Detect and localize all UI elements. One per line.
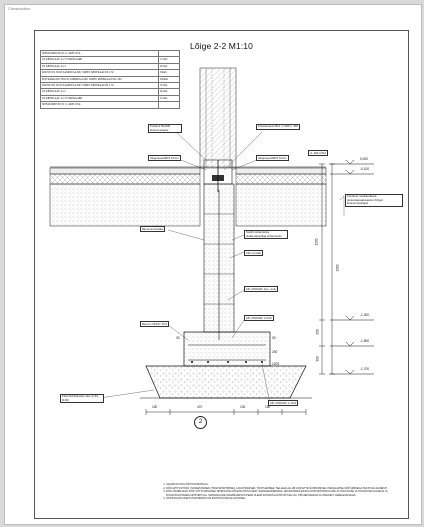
- note-item: KÕIK EHITUSTÖÖD, HANKETAMISED (TRANSPORT…: [166, 487, 406, 491]
- level-label: 0,000: [360, 157, 368, 161]
- layer-row: SEINAVIIMISTLUS: vt. ARH. OSA: [40, 101, 180, 109]
- strip-footing: [140, 331, 312, 399]
- horizontal-dimensions: [145, 409, 307, 415]
- dim-small: 1205: [272, 362, 280, 366]
- callout-vaigutused-right: Vaigutused/EPS 10mm: [256, 155, 289, 161]
- section-marker: 2: [194, 416, 207, 429]
- dim-horizontal: 150: [152, 405, 158, 409]
- callout-betoon: Betoon C30/37 XC3: [140, 321, 169, 327]
- level-label: -1,300: [360, 313, 370, 317]
- level-markers: [330, 159, 374, 375]
- level-label: -1,700: [360, 367, 370, 371]
- callout-floor-ref: vt. ARH OSA: [308, 150, 329, 156]
- callout-soklil: Soklil rosttandelise plokkmaterjaliga eh…: [244, 230, 288, 240]
- layer-row: SEINAVIIMISTLUS: vt. ARH. OSA: [40, 49, 180, 58]
- callout-bituumen: Bituumenmastiks: [140, 226, 166, 232]
- general-notes: VAADATA KOOS PÕHIJOONISTEGA. KÕIK EHITUS…: [160, 483, 406, 501]
- dim-horizontal: 470: [197, 405, 203, 409]
- layer-row: ROOVITUS 50x50 SAMMUGA 600, VAHEL MINERA…: [40, 81, 180, 90]
- note-item: ÜKSIKASJAD KINNITUSVAHENDID ON ESITATUD …: [166, 497, 406, 501]
- dim-vertical: 1200: [314, 238, 319, 246]
- dim-horizontal: 130: [240, 405, 246, 409]
- callout-vaigutused-left: Vaigutused/EPS 10mm: [148, 155, 181, 161]
- dim-small: 30: [176, 336, 180, 340]
- callout-puitprus: Puitprus 50x200 küünemetsadu: [148, 124, 182, 134]
- callout-anchor-note: Kordsete madsandiseta püstandanaatusanku…: [345, 194, 403, 207]
- app-label: Construction: [8, 6, 31, 11]
- callout-armatuur-top: AR. A500HW, 1ps. vuuk: [244, 286, 278, 292]
- dim-horizontal: 150: [265, 405, 271, 409]
- dim-vertical: 1300: [335, 264, 340, 272]
- dim-vertical: 300: [315, 356, 320, 362]
- callout-armatuur-mid: AR. A500HW, s=100: [244, 315, 274, 321]
- upper-wall: [199, 67, 237, 169]
- vertical-dimensions: [319, 163, 335, 375]
- callout-fibo: Fibo 3 plokk: [244, 250, 264, 256]
- dim-vertical: 200: [315, 329, 320, 335]
- callout-armatuur-bottom: AR. A500HW, s.=200: [268, 400, 299, 406]
- dim-small: 30: [272, 336, 276, 340]
- dim-small: 200: [272, 350, 278, 354]
- note-item: VAADATA KOOS PÕHIJOONISTEGA.: [166, 483, 406, 487]
- drawing-frame: [34, 30, 409, 519]
- block-foundation-wall: [203, 183, 235, 340]
- note-item: KÕIK MATERJALID KÕIK VÕTTA ARVESSE TEHNI…: [166, 490, 406, 497]
- floor-build-up: [49, 166, 327, 227]
- layer-table: SEINAVIIMISTLUS: vt. ARH. OSA 2X KIPSPLA…: [40, 49, 180, 109]
- level-label: -1,500: [360, 339, 370, 343]
- leader-lines: [99, 131, 345, 405]
- level-label: -0,100: [360, 167, 370, 171]
- callout-kolonkeskus: Kolonkeskus M12, L=160 s. 300: [256, 124, 300, 130]
- callout-geotextile: Filtervõdl killustiku alus (0-60, D,90): [60, 394, 104, 404]
- drawing-title: Lõige 2-2 M1:10: [190, 41, 253, 51]
